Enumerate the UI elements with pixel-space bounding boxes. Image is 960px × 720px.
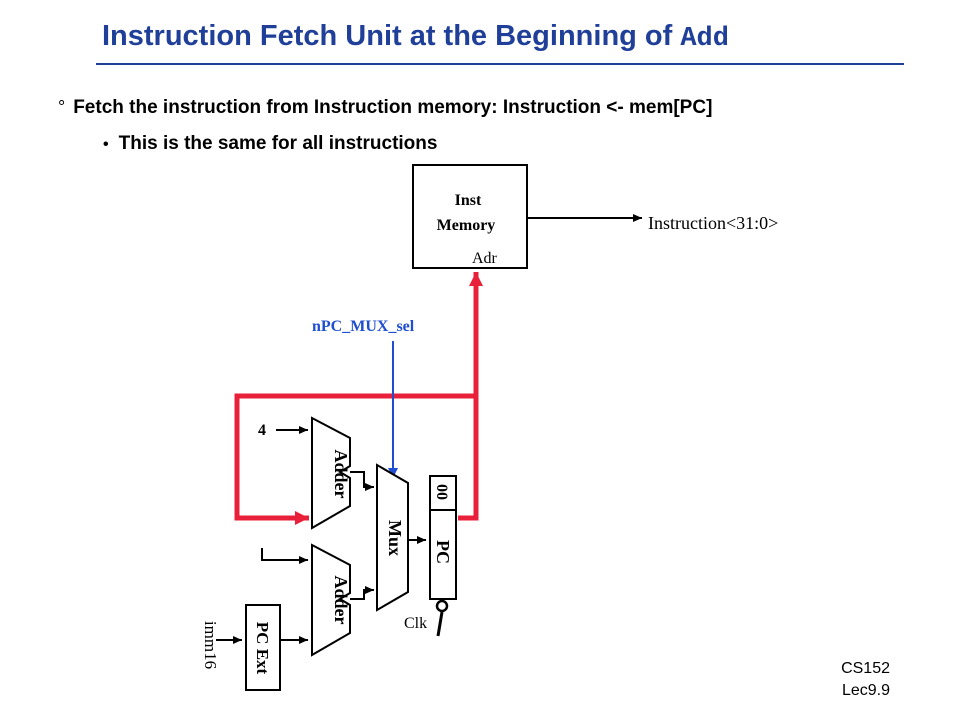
slide-title: Instruction Fetch Unit at the Beginning … xyxy=(102,20,729,54)
npc-mux-sel-label: nPC_MUX_sel xyxy=(312,318,415,335)
clock-bubble xyxy=(435,599,449,613)
adder-top xyxy=(311,416,351,530)
mux xyxy=(376,463,409,612)
adder-top-label: Adder xyxy=(331,450,351,499)
inst-memory-label-2: Memory xyxy=(437,217,496,234)
bullet-2-marker: • xyxy=(103,136,109,153)
pc-to-adder-bottom xyxy=(261,548,308,564)
pc-feedback-path xyxy=(234,393,479,525)
adder-bottom-to-mux xyxy=(350,586,374,600)
adder-bottom-label: Adder xyxy=(331,576,351,625)
pc-register xyxy=(429,475,457,600)
bullet-2: • This is the same for all instructions xyxy=(103,133,437,155)
clk-label: Clk xyxy=(404,615,427,632)
bullet-2-text: This is the same for all instructions xyxy=(118,133,438,154)
const-four-label: 4 xyxy=(258,422,266,439)
pc-ext-box xyxy=(245,604,281,691)
title-rule xyxy=(96,63,904,65)
imm16-label: imm16 xyxy=(201,621,220,669)
course-label: CS152 xyxy=(841,660,890,677)
instruction-output-label: Instruction<31:0> xyxy=(648,213,778,233)
bullet-1-text: Fetch the instruction from Instruction m… xyxy=(73,97,713,118)
inst-memory-label-1: Inst xyxy=(455,192,482,209)
pc-ext-label: PC Ext xyxy=(253,622,272,675)
slide-footer: CS152 Lec9.9 xyxy=(800,658,890,702)
title-code: Add xyxy=(680,24,729,54)
adder-bottom xyxy=(311,543,351,657)
inst-memory-box xyxy=(412,164,528,269)
title-text: Instruction Fetch Unit at the Beginning … xyxy=(102,20,681,52)
bullet-1: ° Fetch the instruction from Instruction … xyxy=(58,97,712,119)
pc-low-bits-label: 00 xyxy=(433,484,450,500)
pc-label: PC xyxy=(433,540,453,564)
bullet-1-marker: ° xyxy=(58,97,66,117)
lecture-label: Lec9.9 xyxy=(841,682,890,699)
adder-top-to-mux xyxy=(350,471,374,491)
mux-label: Mux xyxy=(385,520,405,556)
adr-label: Adr xyxy=(472,250,498,267)
clock-line xyxy=(436,611,444,637)
